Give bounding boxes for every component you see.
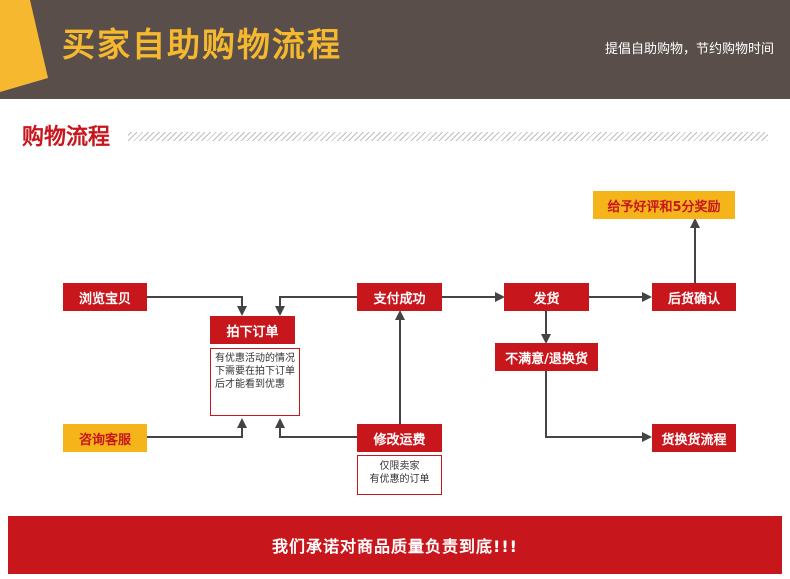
- page-title: 买家自助购物流程: [62, 25, 342, 64]
- node-browse: 浏览宝贝: [63, 283, 147, 311]
- node-order: 拍下订单: [210, 316, 295, 344]
- footer-banner: 我们承诺对商品质量负责到底!!!: [8, 516, 782, 574]
- arrow-consult-to-note: [147, 418, 247, 438]
- node-unsatisfied: 不满意/退换货: [495, 343, 598, 371]
- arrow-browse-to-order: [147, 296, 247, 316]
- node-shipping: 修改运费: [357, 424, 442, 452]
- arrow-pay-to-order: [275, 296, 357, 316]
- header-flag-shape: [0, 0, 48, 92]
- shipping-note-line-2: 有优惠的订单: [369, 474, 430, 485]
- shipping-note: 仅限卖家 有优惠的订单: [357, 455, 442, 495]
- section-divider: [128, 132, 768, 141]
- order-note: 有优惠活动的情况下需要在拍下订单后才能看到优惠: [210, 348, 300, 416]
- node-reward: 给予好评和5分奖励: [593, 191, 735, 219]
- section-title: 购物流程: [22, 119, 115, 151]
- arrow-unsatisfied-to-exchange: [545, 370, 652, 442]
- arrow-shipping-to-note: [275, 418, 357, 438]
- node-pay: 支付成功: [357, 283, 442, 311]
- shipping-note-line-1: 仅限卖家: [379, 461, 420, 472]
- footer-promise: 我们承诺对商品质量负责到底!!!: [272, 537, 518, 556]
- node-exchange: 货换货流程: [652, 424, 736, 452]
- node-ship: 发货: [504, 283, 589, 311]
- node-consult: 咨询客服: [63, 424, 147, 452]
- page-subtitle: 提倡自助购物，节约购物时间: [604, 42, 774, 57]
- node-confirm: 后货确认: [652, 283, 736, 311]
- header-banner: 买家自助购物流程 提倡自助购物，节约购物时间: [0, 0, 790, 99]
